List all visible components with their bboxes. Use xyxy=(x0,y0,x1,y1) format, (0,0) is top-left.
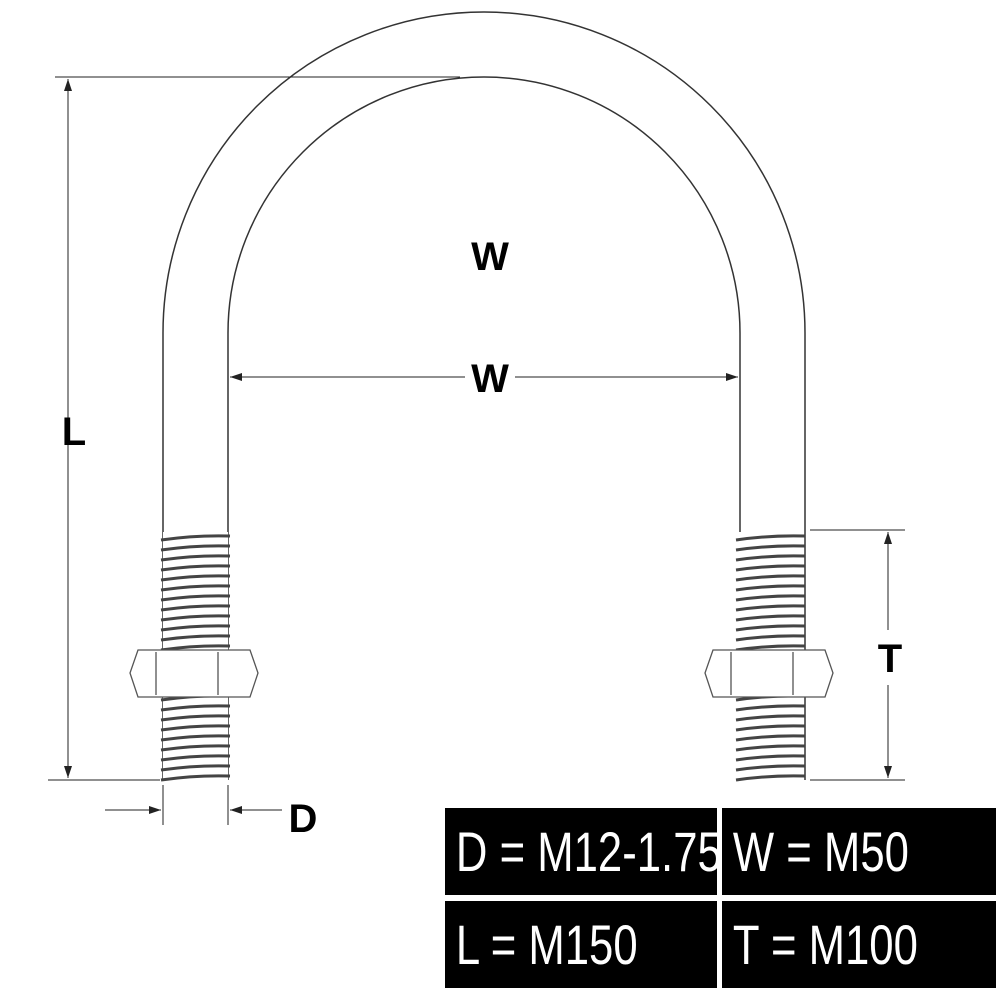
thread-line xyxy=(735,734,806,742)
thread-line xyxy=(160,554,231,562)
thread-line xyxy=(160,574,231,582)
thread-line xyxy=(160,644,231,652)
hex-nut-right xyxy=(704,649,834,698)
spec-cell-d: D = M12-1.75 xyxy=(445,808,717,895)
thread-line xyxy=(160,754,231,762)
thread-line xyxy=(160,624,231,632)
spec-t-text: T = M100 xyxy=(732,913,918,976)
thread-line xyxy=(735,754,806,762)
thread-line xyxy=(160,724,231,732)
w-label-top: W xyxy=(471,235,509,279)
hex-nut-left xyxy=(129,649,259,698)
thread-line xyxy=(735,774,806,782)
thread-line xyxy=(735,644,806,652)
thread-line xyxy=(735,584,806,592)
length-dimension xyxy=(48,76,460,781)
thread-line xyxy=(160,744,231,752)
thread-line xyxy=(735,544,806,552)
thread-line xyxy=(160,714,231,722)
thread-section xyxy=(160,532,806,782)
thread-line xyxy=(735,744,806,752)
thread-line xyxy=(160,594,231,602)
l-dimension-label: L xyxy=(62,410,86,454)
spec-d-text: D = M12-1.75 xyxy=(455,820,717,883)
thread-line xyxy=(160,774,231,782)
thread-line xyxy=(735,724,806,732)
w-dimension-label: W xyxy=(471,357,509,401)
thread-line xyxy=(735,614,806,622)
d-dimension-label: D xyxy=(289,797,318,841)
thread-line xyxy=(735,764,806,772)
thread-line xyxy=(735,564,806,572)
thread-length-dimension xyxy=(810,529,905,781)
thread-line xyxy=(735,604,806,612)
spec-l-text: L = M150 xyxy=(455,913,638,976)
thread-line xyxy=(160,634,231,642)
thread-line xyxy=(160,734,231,742)
diameter-dimension xyxy=(105,785,282,825)
thread-line xyxy=(735,554,806,562)
thread-line xyxy=(735,704,806,712)
thread-line xyxy=(160,604,231,612)
thread-line xyxy=(735,634,806,642)
spec-cell-w: W = M50 xyxy=(722,808,996,895)
thread-line xyxy=(160,704,231,712)
thread-line xyxy=(160,584,231,592)
spec-w-text: W = M50 xyxy=(732,820,909,883)
u-bolt-outer-outline xyxy=(162,11,806,780)
thread-line xyxy=(160,764,231,772)
thread-line xyxy=(160,614,231,622)
thread-line xyxy=(735,594,806,602)
thread-line xyxy=(735,574,806,582)
thread-line xyxy=(735,534,806,542)
thread-line xyxy=(735,714,806,722)
spec-cell-l: L = M150 xyxy=(445,901,717,988)
t-dimension-label: T xyxy=(878,637,902,681)
thread-line xyxy=(735,624,806,632)
thread-line xyxy=(160,544,231,552)
thread-line xyxy=(160,564,231,572)
spec-cell-t: T = M100 xyxy=(722,901,996,988)
u-bolt-inner-outline xyxy=(227,76,741,780)
thread-line xyxy=(160,534,231,542)
